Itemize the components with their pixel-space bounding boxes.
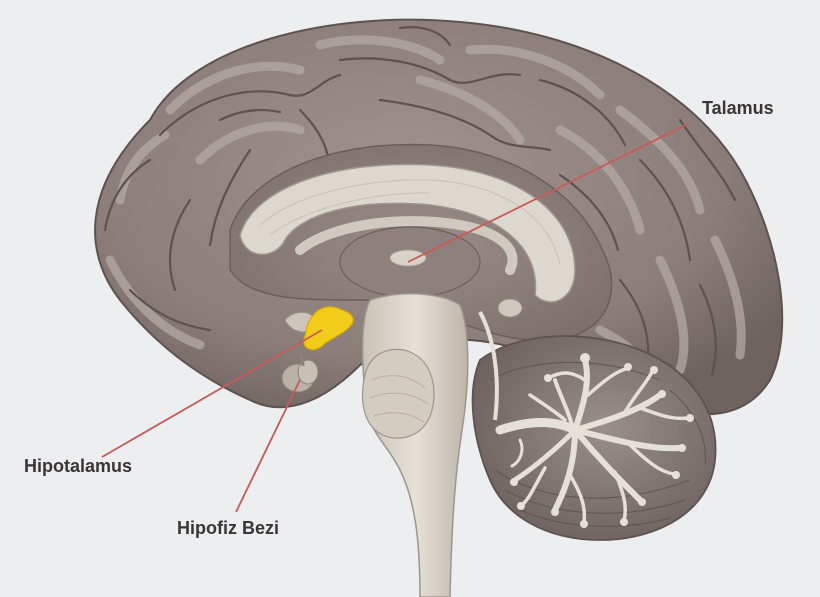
brainstem	[363, 294, 468, 597]
massa-intermedia	[390, 250, 426, 266]
pineal-gland	[498, 299, 522, 317]
thalamus-label: Talamus	[702, 98, 774, 119]
hypothalamus-label: Hipotalamus	[24, 456, 132, 477]
pituitary-label: Hipofiz Bezi	[177, 518, 279, 539]
